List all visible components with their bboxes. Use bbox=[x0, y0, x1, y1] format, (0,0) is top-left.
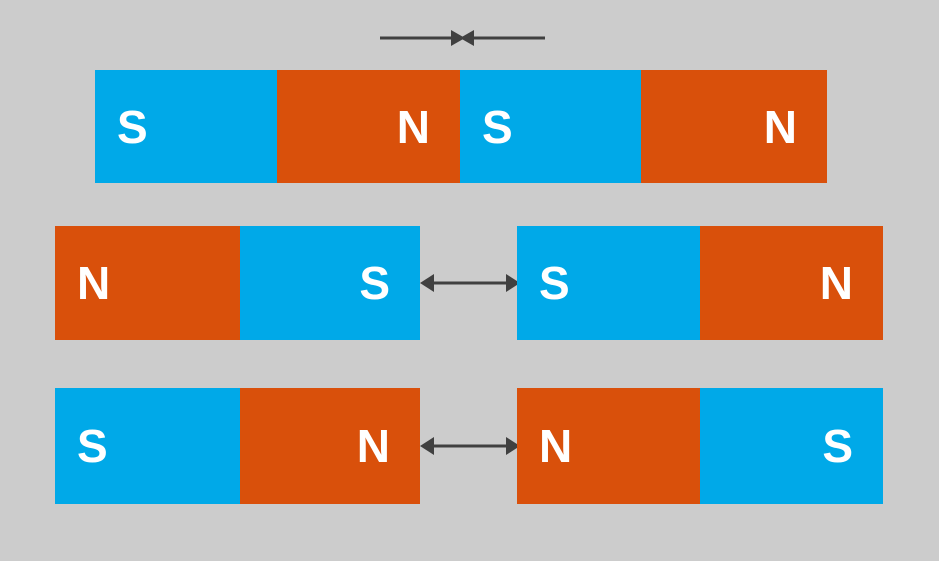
pole-label: S bbox=[117, 100, 148, 153]
row2-magnet-right[interactable]: S N bbox=[517, 226, 883, 340]
pole-label: N bbox=[763, 100, 797, 153]
pole-label: N bbox=[819, 257, 853, 309]
row1-magnet-right-pole-south: S bbox=[460, 70, 641, 183]
row3-magnet-right-pole-north: N bbox=[517, 388, 700, 504]
repulsion-arrow-row2-head-left-icon bbox=[420, 274, 434, 292]
attraction-arrow-pair bbox=[380, 30, 545, 46]
row3-magnet-left-pole-south: S bbox=[55, 388, 240, 504]
pole-label: S bbox=[822, 420, 853, 472]
row1-magnet-left[interactable]: S N bbox=[95, 70, 460, 183]
row3-magnet-left-pole-north: N bbox=[240, 388, 420, 504]
row3-magnet-right-pole-south: S bbox=[700, 388, 883, 504]
pole-label: N bbox=[539, 420, 573, 472]
pole-label: N bbox=[77, 257, 111, 309]
pole-label: N bbox=[356, 420, 390, 472]
row2-magnet-right-pole-south: S bbox=[517, 226, 700, 340]
row2-magnet-left-pole-south: S bbox=[240, 226, 420, 340]
pole-label: S bbox=[539, 257, 570, 309]
row2-magnet-left-pole-north: N bbox=[55, 226, 240, 340]
repulsion-arrow-row3 bbox=[420, 437, 520, 455]
row3-magnet-left[interactable]: S N bbox=[55, 388, 420, 504]
attraction-arrow-right-head-icon bbox=[460, 30, 474, 46]
row1-magnet-left-pole-north: N bbox=[277, 70, 460, 183]
row2-magnet-left[interactable]: N S bbox=[55, 226, 420, 340]
repulsion-arrow-row3-head-left-icon bbox=[420, 437, 434, 455]
pole-label: S bbox=[77, 420, 108, 472]
row1-magnet-left-pole-south: S bbox=[95, 70, 277, 183]
repulsion-arrow-row3-head-right-icon bbox=[506, 437, 520, 455]
pole-label: N bbox=[396, 100, 430, 153]
repulsion-arrow-row2-head-right-icon bbox=[506, 274, 520, 292]
row1-magnet-right[interactable]: S N bbox=[460, 70, 827, 183]
pole-label: S bbox=[482, 100, 513, 153]
row1-magnet-right-pole-north: N bbox=[641, 70, 827, 183]
repulsion-arrow-row2 bbox=[420, 274, 520, 292]
row2-magnet-right-pole-north: N bbox=[700, 226, 883, 340]
row3-magnet-right[interactable]: N S bbox=[517, 388, 883, 504]
attraction-arrow-left-head-icon bbox=[451, 30, 465, 46]
pole-label: S bbox=[359, 257, 390, 309]
